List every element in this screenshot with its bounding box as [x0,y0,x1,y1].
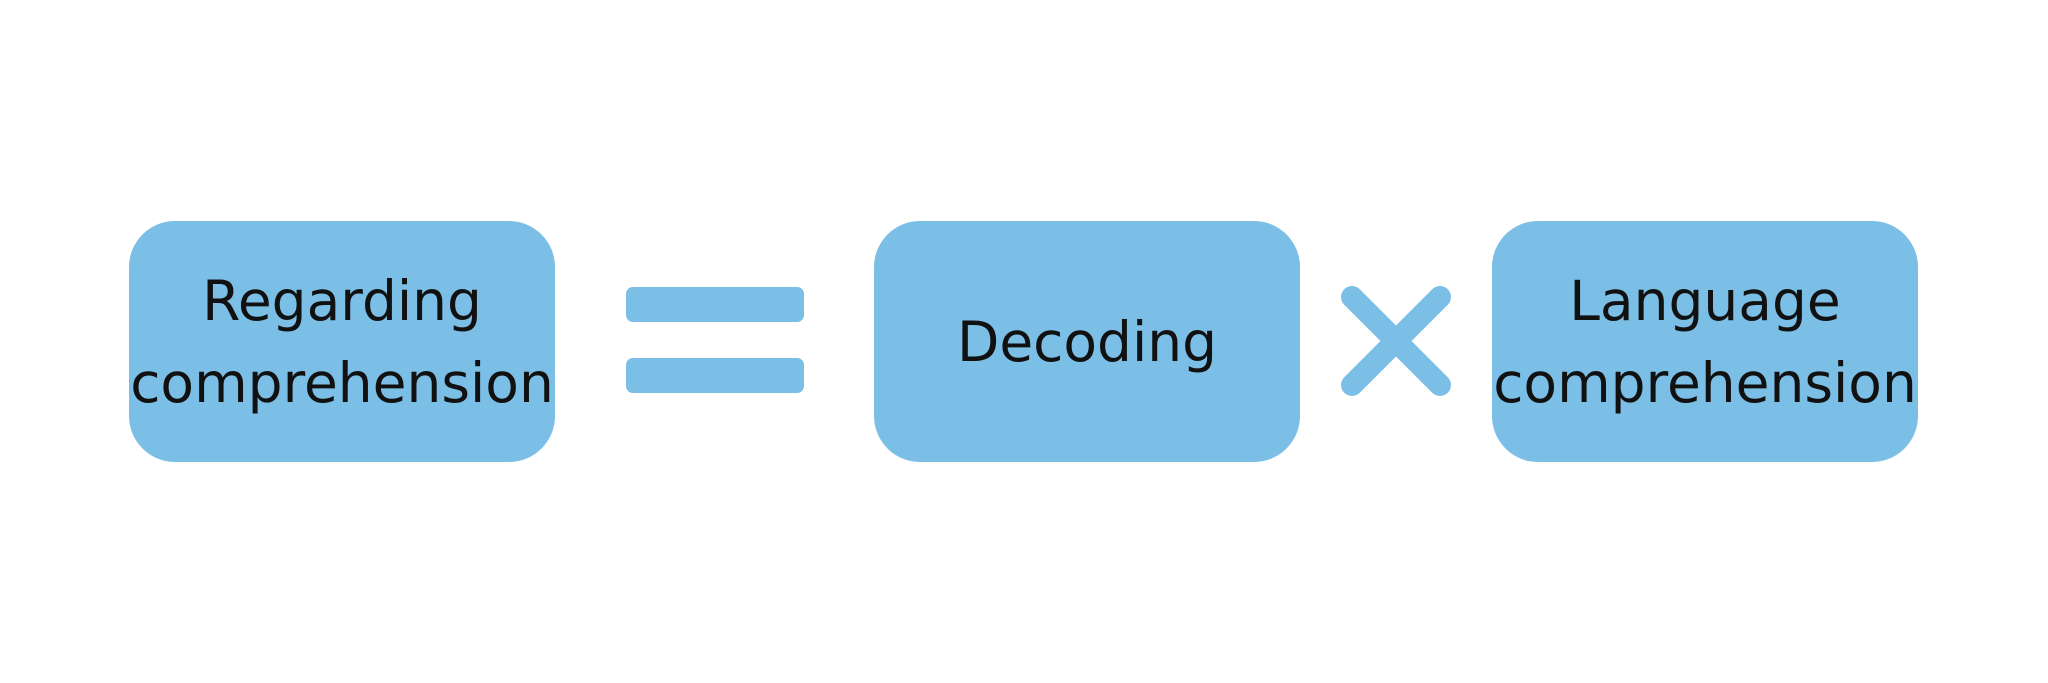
equals-bar-top [626,287,804,322]
multiply-stroke-2 [1341,286,1451,396]
regarding-comprehension-label: Regarding comprehension [130,268,554,415]
decoding-box: Decoding [874,221,1300,462]
regarding-comprehension-box: Regarding comprehension [129,221,555,462]
language-comprehension-box: Language comprehension [1492,221,1918,462]
language-comprehension-label: Language comprehension [1493,268,1917,415]
multiply-icon [1341,286,1451,396]
equals-bar-bottom [626,358,804,393]
decoding-label: Decoding [956,309,1218,374]
